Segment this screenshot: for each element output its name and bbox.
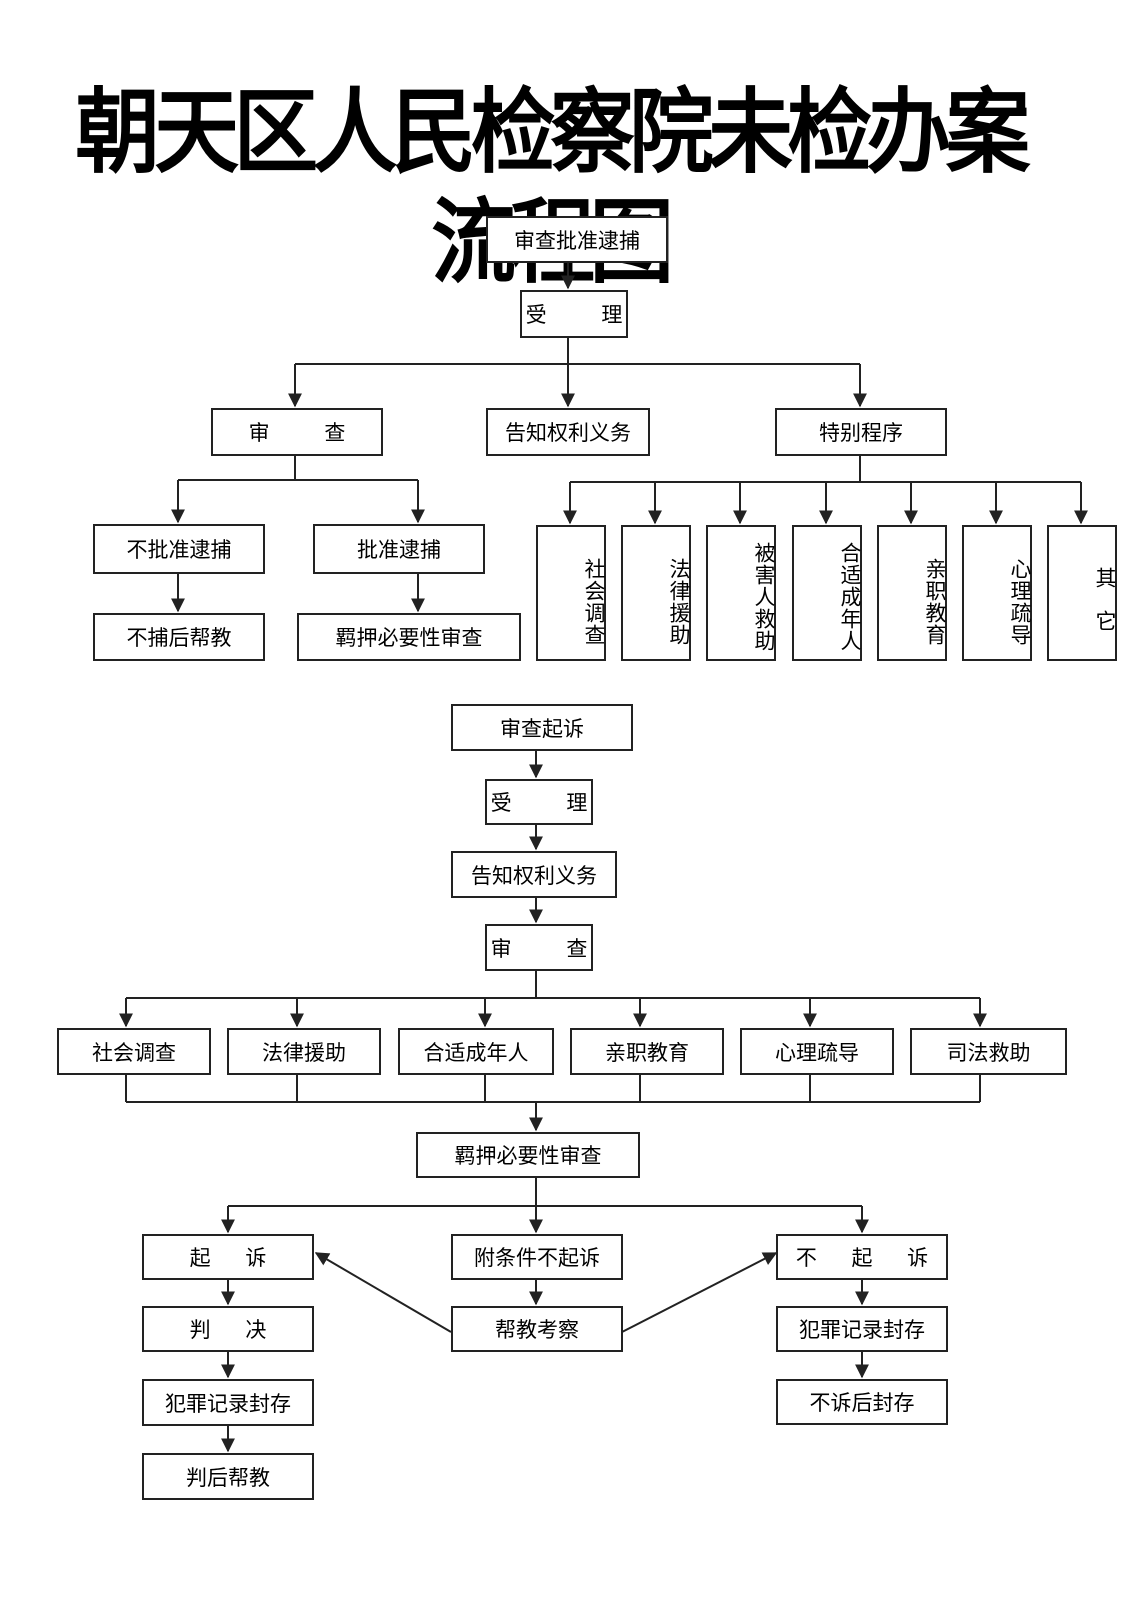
measure-appropriate-adult: 合适成年人	[398, 1028, 554, 1075]
special-item-psych-counseling: 心理疏导	[962, 525, 1032, 661]
special-item-legal-aid: 法律援助	[621, 525, 691, 661]
non-prosecution-box: 不 起 诉	[776, 1234, 948, 1280]
special-item-parenting-education: 亲职教育	[877, 525, 947, 661]
measure-judicial-aid: 司法救助	[910, 1028, 1067, 1075]
arrow-probation-to-prosecute	[314, 1252, 452, 1333]
special-procedure-box: 特别程序	[775, 408, 947, 456]
measure-parenting-education: 亲职教育	[570, 1028, 724, 1075]
arrest-accept-box: 受 理	[520, 290, 628, 338]
prosecution-review-root-box: 审查起诉	[451, 704, 633, 751]
no-arrest-box: 不批准逮捕	[93, 524, 265, 574]
judgment-box: 判 决	[142, 1306, 314, 1352]
arrow-probation-to-not-prosecute	[621, 1252, 778, 1333]
measure-social-survey: 社会调查	[57, 1028, 211, 1075]
after-non-prosecution-seal-box: 不诉后封存	[776, 1379, 948, 1425]
arrest-notify-box: 告知权利义务	[486, 408, 650, 456]
special-item-victim-aid: 被害人救助	[706, 525, 776, 661]
after-no-arrest-box: 不捕后帮教	[93, 613, 265, 661]
special-item-appropriate-adult: 合适成年人	[792, 525, 862, 661]
arrest-review-box: 审 查	[211, 408, 383, 456]
approve-arrest-box: 批准逮捕	[313, 524, 485, 574]
custody-review-box-1: 羁押必要性审查	[297, 613, 521, 661]
arrest-review-root-box: 审查批准逮捕	[486, 216, 668, 263]
prosecution-accept-box: 受 理	[485, 779, 593, 825]
custody-review-box-2: 羁押必要性审查	[416, 1132, 640, 1178]
record-seal-left-box: 犯罪记录封存	[142, 1379, 314, 1426]
measure-psych-counseling: 心理疏导	[740, 1028, 894, 1075]
special-item-other: 其它	[1047, 525, 1117, 661]
after-judgment-box: 判后帮教	[142, 1453, 314, 1500]
record-seal-right-box: 犯罪记录封存	[776, 1306, 948, 1352]
prosecute-box: 起 诉	[142, 1234, 314, 1280]
measure-legal-aid: 法律援助	[227, 1028, 381, 1075]
conditional-non-prosecution-box: 附条件不起诉	[451, 1234, 623, 1280]
prosecution-notify-box: 告知权利义务	[451, 851, 617, 898]
special-item-social-survey: 社会调查	[536, 525, 606, 661]
prosecution-review-box: 审 查	[485, 924, 593, 971]
probation-supervision-box: 帮教考察	[451, 1306, 623, 1352]
